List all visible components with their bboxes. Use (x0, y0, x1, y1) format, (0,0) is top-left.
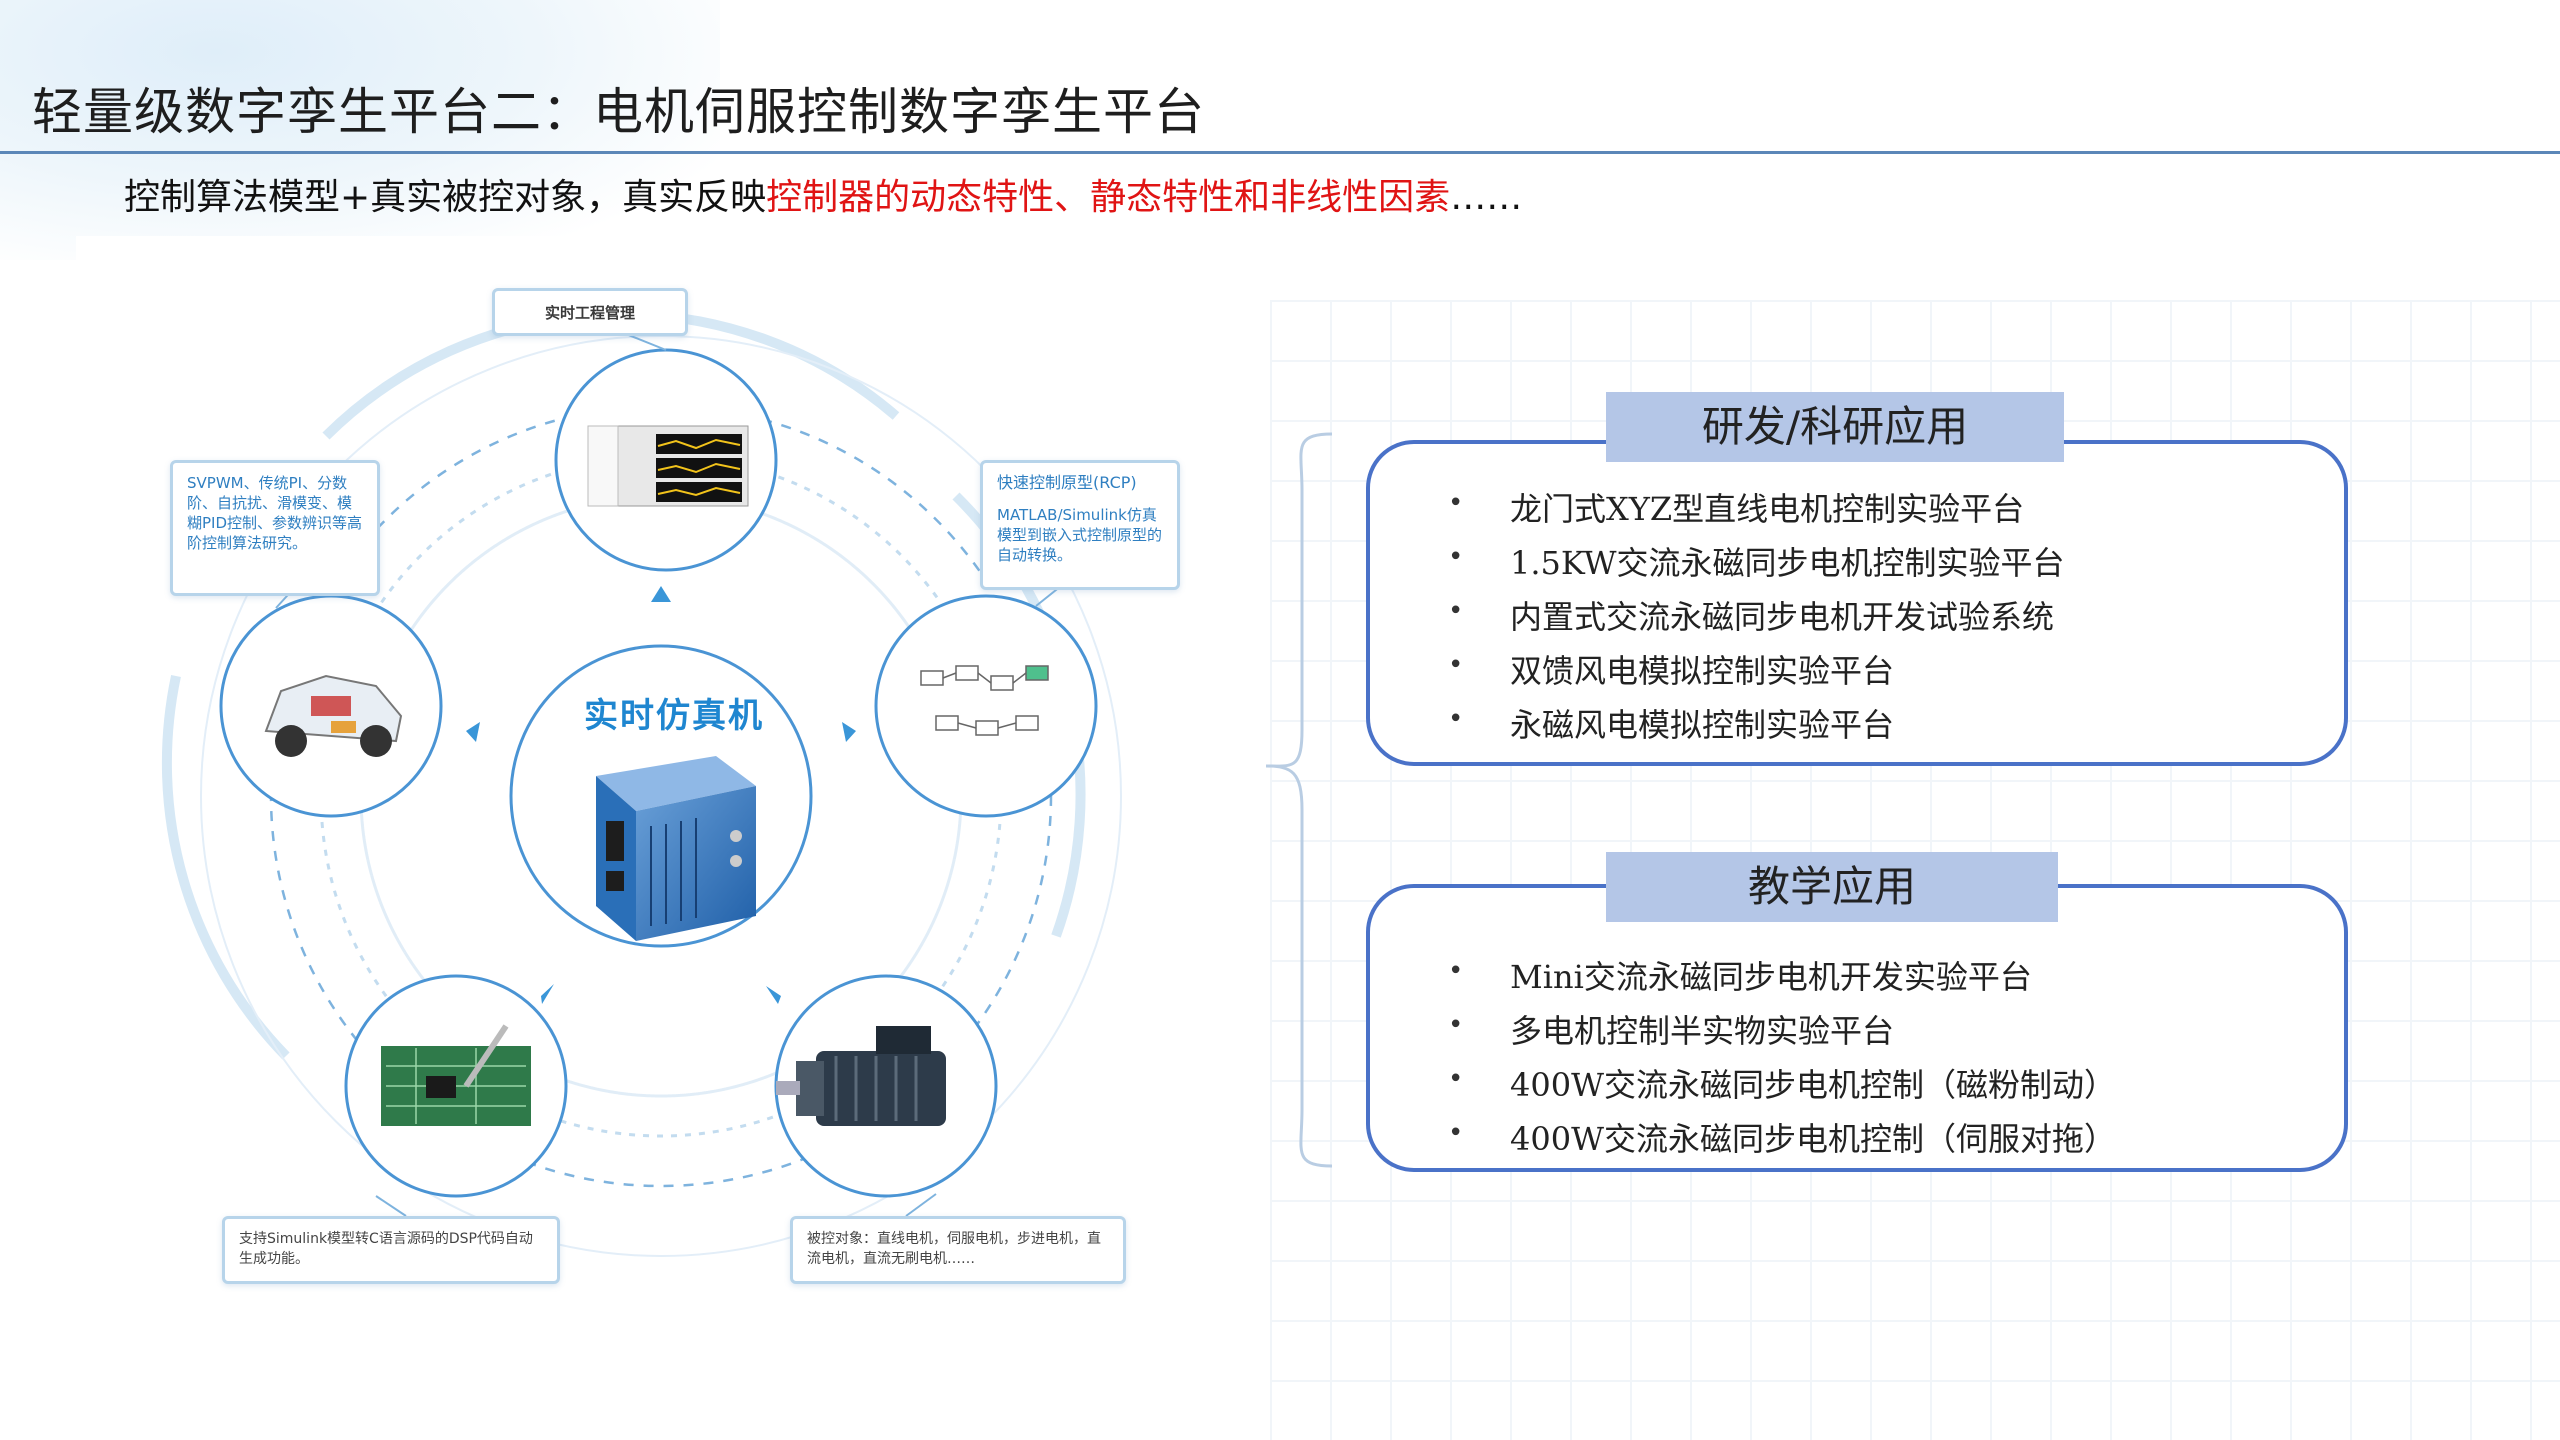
research-panel-header: 研发/科研应用 (1606, 392, 2064, 462)
bullet-icon: • (1448, 650, 1464, 680)
bullet-icon: • (1448, 1010, 1464, 1040)
bullet-icon: • (1448, 1064, 1464, 1094)
header-background (0, 0, 720, 260)
callout-realtime-project: 实时工程管理 (492, 288, 688, 336)
callout-control-algorithms: SVPWM、传统PI、分数阶、自抗扰、滑模变、模糊PID控制、参数辨识等高阶控制… (170, 460, 380, 596)
direction-arrows (466, 586, 856, 1004)
circuit-board-icon (381, 1024, 531, 1126)
diagram-graphics (161, 309, 1122, 1257)
rcp-title: 快速控制原型(RCP) (997, 473, 1137, 492)
grouping-brace (1265, 432, 1333, 1168)
system-diagram: 实时工程管理 SVPWM、传统PI、分数阶、自抗扰、滑模变、模糊PID控制、参数… (76, 236, 1266, 1356)
teaching-panel: •Mini交流永磁同步电机开发实验平台 •多电机控制半实物实验平台 •400W交… (1366, 884, 2348, 1172)
car-icon (264, 674, 403, 757)
subtitle-tail: …… (1450, 177, 1523, 218)
rcp-body: MATLAB/Simulink仿真模型到嵌入式控制原型的自动转换。 (997, 506, 1163, 564)
subtitle-lead: 控制算法模型+真实被控对象，真实反映 (124, 177, 767, 218)
bullet-icon: • (1448, 542, 1464, 572)
teaching-panel-header: 教学应用 (1606, 852, 2058, 922)
page-title: 轻量级数字孪生平台二：电机伺服控制数字孪生平台 (32, 83, 1205, 141)
callout-controlled-objects: 被控对象：直线电机，伺服电机，步进电机，直流电机，直流无刷电机…… (790, 1216, 1126, 1284)
bullet-icon: • (1448, 488, 1464, 518)
title-divider (0, 151, 2560, 154)
bullet-icon: • (1448, 704, 1464, 734)
bullet-icon: • (1448, 596, 1464, 626)
callout-rcp: 快速控制原型(RCP) MATLAB/Simulink仿真模型到嵌入式控制原型的… (980, 460, 1180, 590)
computer-screen-icon (587, 425, 749, 507)
bullet-icon: • (1448, 1118, 1464, 1148)
block-diagram-icon (920, 665, 1049, 736)
subtitle-highlight: 控制器的动态特性、静态特性和非线性因素 (766, 177, 1451, 218)
callout-code-generation: 支持Simulink模型转C语言源码的DSP代码自动生成功能。 (222, 1216, 560, 1284)
industrial-pc-icon (596, 756, 756, 941)
bullet-icon: • (1448, 956, 1464, 986)
subtitle: 控制算法模型+真实被控对象，真实反映控制器的动态特性、静态特性和非线性因素…… (124, 168, 1522, 220)
servo-motor-icon (776, 1026, 946, 1126)
realtime-simulator-label: 实时仿真机 (584, 696, 764, 736)
research-panel: •龙门式XYZ型直线电机控制实验平台 •1.5KW交流永磁同步电机控制实验平台 … (1366, 440, 2348, 766)
